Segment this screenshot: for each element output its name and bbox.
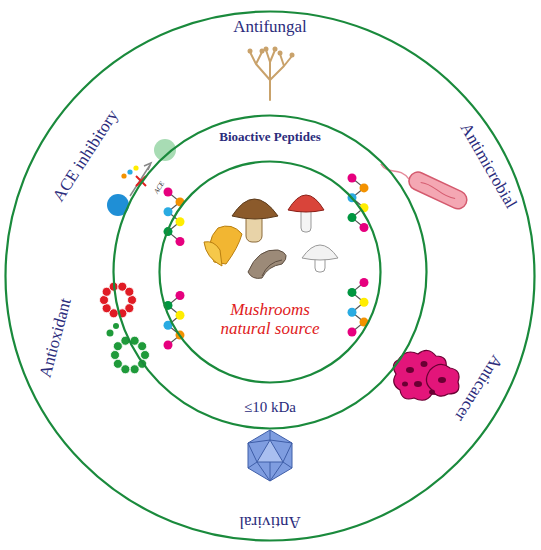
peptide-ring: Mushrooms natural source Bioactive Peptid… <box>112 114 428 430</box>
ring-heading: Bioactive Peptides <box>219 130 320 144</box>
size-label: ≤10 kDa <box>244 399 296 416</box>
enzyme-label: ACE <box>153 180 167 195</box>
activity-label: Antifungal <box>233 18 307 37</box>
center-label: Mushrooms natural source <box>205 301 335 338</box>
circle-outline <box>158 160 382 384</box>
activity-label: ACE inhibitory <box>49 107 122 206</box>
virus-icon <box>248 430 292 481</box>
ace-icon <box>107 139 176 216</box>
activity-label: Antiviral <box>239 513 300 532</box>
activity-label: Anticancer <box>450 351 505 424</box>
mushroom-circle: Mushrooms natural source <box>158 160 382 384</box>
bacterium-icon <box>377 156 470 212</box>
outer-ring: Mushrooms natural source Bioactive Peptid… <box>4 10 536 542</box>
circle-outline <box>4 10 536 542</box>
peptide-chains <box>164 174 369 350</box>
activity-label: Antioxidant <box>36 296 75 379</box>
mushrooms-picture <box>204 195 338 278</box>
cancer-cells-icon <box>393 350 459 400</box>
fungus-icon <box>248 47 295 101</box>
